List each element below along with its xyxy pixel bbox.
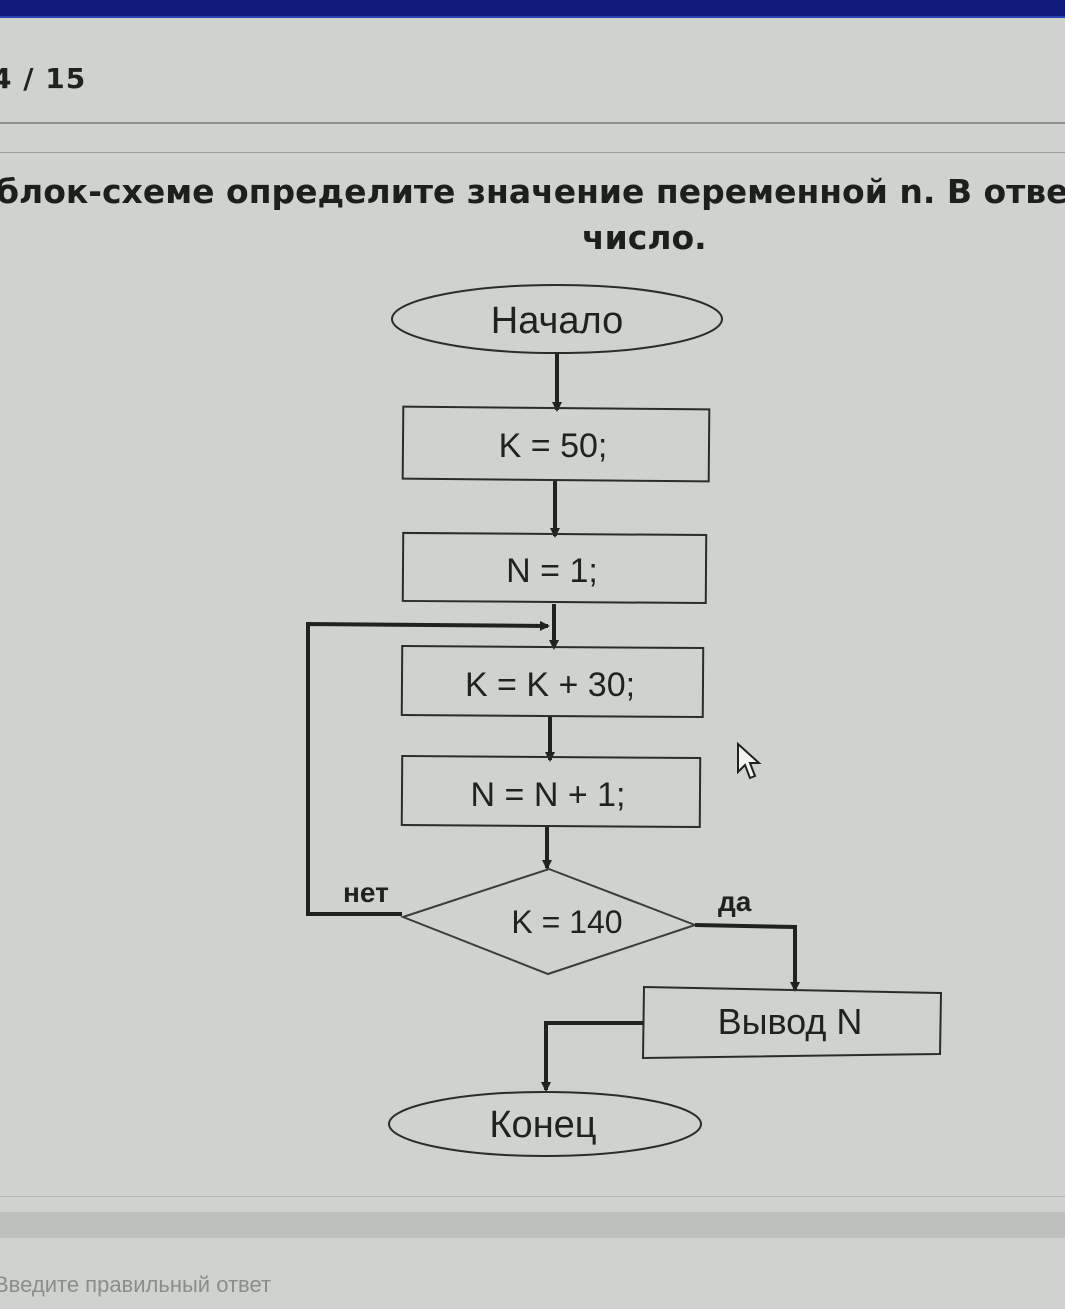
answer-input[interactable]: Введите правильный ответ xyxy=(0,1272,272,1297)
loop-back-connector xyxy=(306,620,550,916)
top-bar xyxy=(0,0,1065,18)
process-block-k-increment: K = K + 30; xyxy=(400,644,705,719)
decision-diamond: K = 140 xyxy=(400,867,698,976)
start-terminal: Начало xyxy=(391,284,723,354)
divider xyxy=(0,1212,1065,1238)
question-line-1: блок-схеме определите значение переменно… xyxy=(0,172,1065,211)
question-counter: 4 / 15 xyxy=(0,62,87,95)
process-label: N = N + 1; xyxy=(471,776,626,814)
process-label: N = 1; xyxy=(506,552,598,590)
divider xyxy=(0,1196,1065,1197)
divider xyxy=(0,152,1065,153)
divider xyxy=(0,122,1065,124)
output-label: Вывод N xyxy=(718,1001,863,1042)
mouse-cursor-icon xyxy=(737,742,762,780)
start-label: Начало xyxy=(491,300,623,342)
process-block-n-init: N = 1; xyxy=(401,531,708,605)
end-label: Конец xyxy=(489,1104,596,1146)
end-connector xyxy=(541,1021,643,1092)
condition-label: K = 140 xyxy=(511,904,622,940)
output-block: Вывод N xyxy=(641,985,943,1060)
process-block-k-init: K = 50; xyxy=(401,405,711,483)
question-text: блок-схеме определите значение переменно… xyxy=(0,168,1065,257)
question-line-2: число. xyxy=(582,218,707,257)
end-terminal: Конец xyxy=(388,1091,702,1157)
process-label: K = K + 30; xyxy=(465,666,635,704)
process-block-n-increment: N = N + 1; xyxy=(400,754,702,829)
branch-yes-label: да xyxy=(718,886,752,917)
yes-connector xyxy=(694,923,800,992)
process-label: K = 50; xyxy=(499,427,608,465)
branch-no-label: нет xyxy=(343,877,389,908)
